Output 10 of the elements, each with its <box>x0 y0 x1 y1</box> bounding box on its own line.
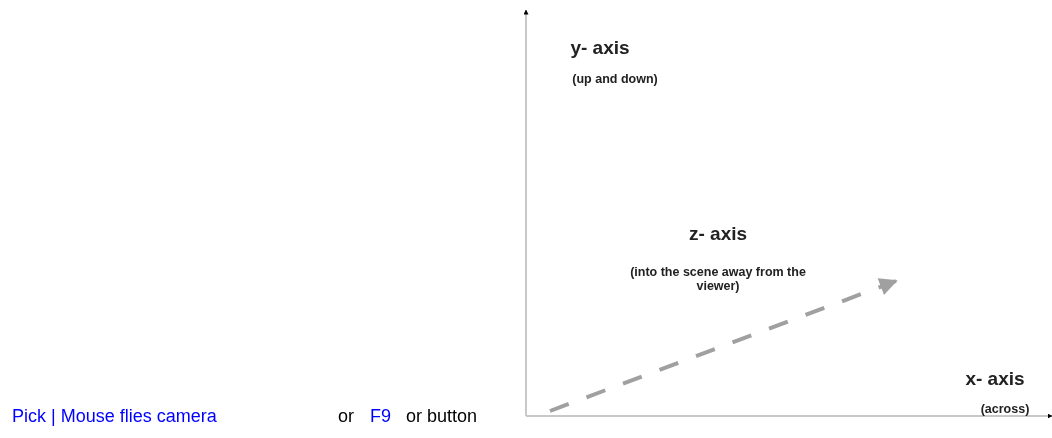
axis-title: y- axis <box>570 37 630 59</box>
link: Pick | Mouse flies camera <box>12 406 217 427</box>
axis-title: x- axis <box>965 368 1025 390</box>
axis-note: (across) <box>980 402 1030 417</box>
text: or button <box>406 406 478 427</box>
axis-title: z- axis <box>688 223 748 245</box>
text: or <box>338 406 354 427</box>
link: F9 <box>370 406 391 427</box>
axis-note: (up and down) <box>572 72 658 87</box>
axis-note: (into the scene away from the viewer) <box>629 265 807 294</box>
